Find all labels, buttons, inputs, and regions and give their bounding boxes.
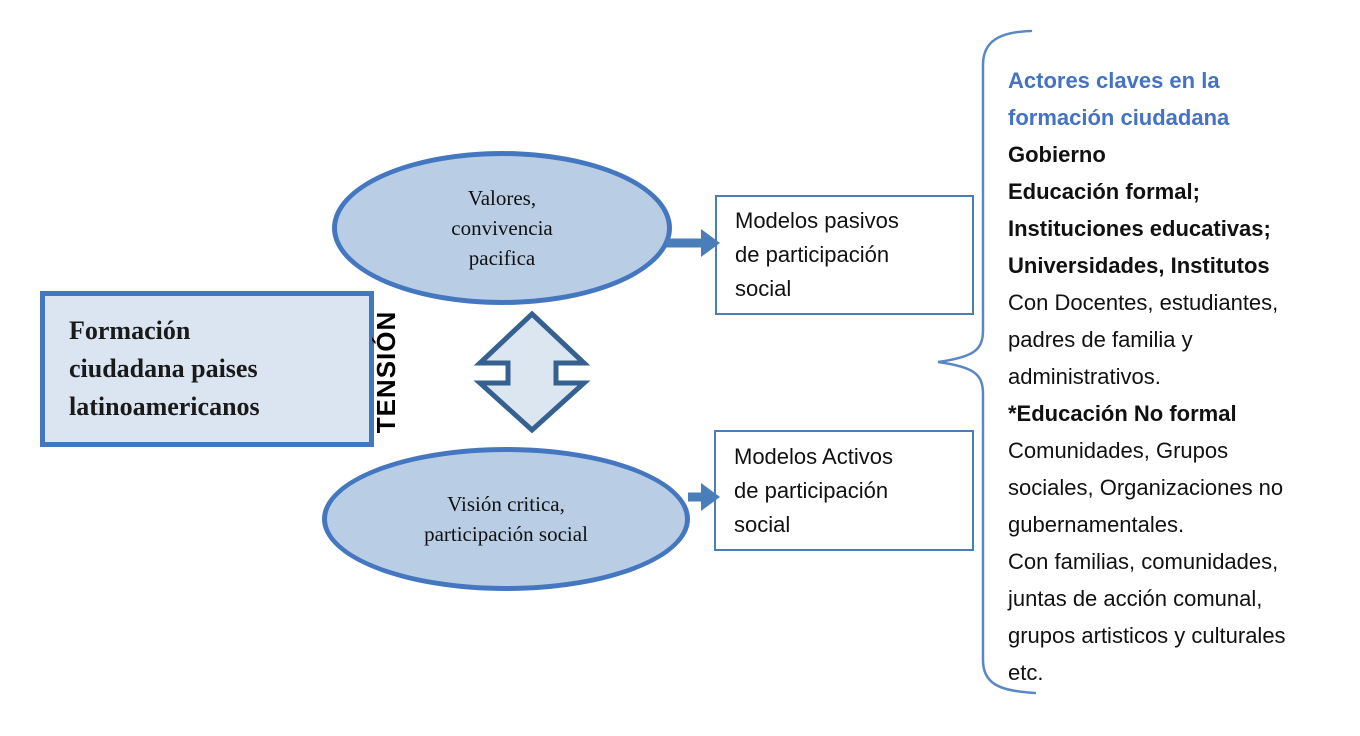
arrow-right-top-icon — [666, 229, 720, 257]
actors-line: formación ciudadana — [1008, 105, 1230, 130]
actors-line: Universidades, Institutos — [1008, 253, 1270, 278]
actors-line: administrativos. — [1008, 364, 1161, 389]
passive-models-box: Modelos pasivos de participación social — [715, 195, 974, 315]
actors-line: juntas de acción comunal, — [1008, 586, 1263, 611]
critical-vision-ellipse: Visión critica, participación social — [322, 447, 690, 591]
actors-line: gubernamentales. — [1008, 512, 1185, 537]
actors-line: *Educación No formal — [1008, 401, 1237, 426]
actors-line: padres de familia y — [1008, 327, 1193, 352]
actors-line: grupos artisticos y culturales — [1008, 623, 1286, 648]
formation-source-box: Formación ciudadana paises latinoamerica… — [40, 291, 374, 447]
values-ellipse: Valores, convivencia pacifica — [332, 151, 672, 305]
actors-line: etc. — [1008, 660, 1044, 685]
active-models-box: Modelos Activos de participación social — [714, 430, 974, 551]
actors-line: Con familias, comunidades, — [1008, 549, 1279, 574]
actors-line: Gobierno — [1008, 142, 1106, 167]
tension-label: TENSIÓN — [370, 310, 401, 434]
double-arrow-icon — [473, 310, 591, 434]
actors-line: sociales, Organizaciones no — [1008, 475, 1284, 500]
actors-line: Actores claves en la — [1008, 68, 1220, 93]
actors-line: Con Docentes, estudiantes, — [1008, 290, 1279, 315]
actors-line: Educación formal; — [1008, 179, 1200, 204]
actors-line: Comunidades, Grupos — [1008, 438, 1229, 463]
actors-line: Instituciones educativas; — [1008, 216, 1271, 241]
